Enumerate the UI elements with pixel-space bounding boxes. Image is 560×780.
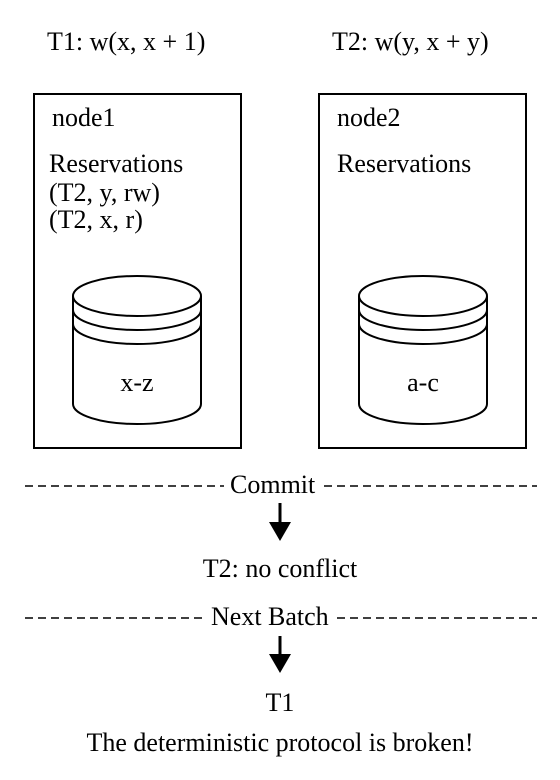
node2-title: node2 bbox=[337, 103, 401, 132]
node2-database-label: a-c bbox=[407, 368, 439, 397]
transaction-t1-label: T1: w(x, x + 1) bbox=[47, 27, 206, 56]
node2-reservations-title: Reservations bbox=[337, 149, 472, 178]
node1-database-icon bbox=[72, 275, 202, 425]
commit-result-text: T2: no conflict bbox=[202, 554, 358, 583]
next-batch-separator-label: Next Batch bbox=[205, 602, 335, 632]
node1-box: node1 Reservations (T2, y, rw) (T2, x, r… bbox=[33, 93, 242, 449]
node1-title: node1 bbox=[52, 103, 116, 132]
node1-database-label: x-z bbox=[120, 368, 154, 397]
node1-reservation-entry: (T2, y, rw) bbox=[49, 178, 160, 207]
node1-reservations-title: Reservations bbox=[49, 149, 184, 178]
next-batch-result-title: T1 bbox=[265, 688, 295, 717]
node2-database-icon bbox=[358, 275, 488, 425]
commit-separator-label: Commit bbox=[224, 470, 322, 500]
transaction-t2-label: T2: w(y, x + y) bbox=[332, 27, 489, 56]
commit-arrow-icon bbox=[269, 503, 291, 541]
next-batch-arrow-icon bbox=[269, 636, 291, 673]
node1-reservation-entry: (T2, x, r) bbox=[49, 205, 143, 234]
next-batch-result-message: The deterministic protocol is broken! bbox=[86, 728, 474, 757]
